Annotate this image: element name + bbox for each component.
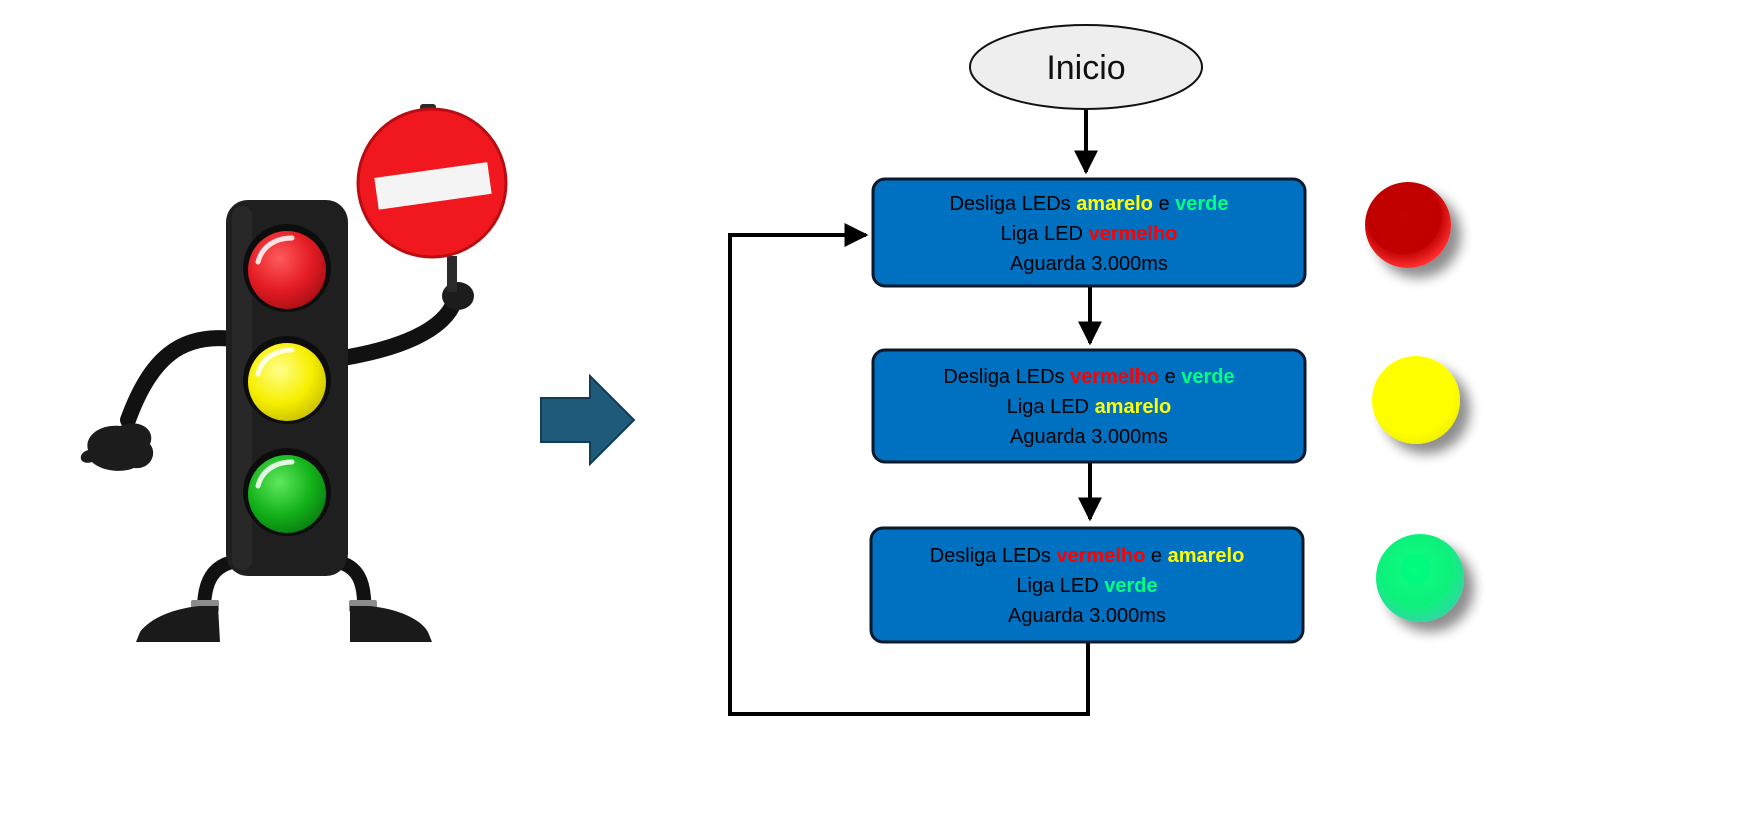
right-arm [322, 292, 463, 368]
step-1-word-2: verde [1175, 193, 1228, 215]
step-2-node: Desliga LEDs vermelho e verde Liga LED a… [871, 348, 1307, 464]
step-3-line3: Aguarda 3.000ms [1008, 605, 1166, 627]
left-hand [80, 423, 154, 471]
right-shoe [350, 606, 432, 642]
step-3-line2: Liga LED verde [1016, 575, 1157, 597]
left-shoe [136, 606, 220, 642]
yellow-lamp [243, 336, 331, 424]
left-arm [120, 330, 248, 428]
red-lamp [243, 224, 331, 312]
flowchart: Inicio Desliga LEDs amarelo e verde Liga… [728, 24, 1307, 716]
step-2-line2: Liga LED amarelo [1007, 396, 1172, 418]
step-2-led-word: amarelo [1095, 396, 1172, 418]
block-arrow-icon [540, 373, 636, 467]
start-label: Inicio [1046, 49, 1125, 87]
right-hand [442, 282, 474, 310]
green-led-indicator [1376, 534, 1464, 622]
step-3-node: Desliga LEDs vermelho e amarelo Liga LED… [869, 526, 1305, 644]
green-lamp [243, 448, 331, 536]
traffic-light-character [80, 104, 508, 642]
step-1-line2: Liga LED vermelho [1001, 223, 1178, 245]
step-3-line1: Desliga LEDs vermelho e amarelo [930, 545, 1245, 567]
step-3-led-word: verde [1104, 575, 1157, 597]
sign-pole-bottom [447, 256, 457, 292]
red-led-indicator [1365, 182, 1451, 268]
step-1-word-1: amarelo [1076, 193, 1153, 215]
step-2-word-1: vermelho [1070, 366, 1159, 388]
step-3-word-2: amarelo [1168, 545, 1245, 567]
no-entry-sign [356, 107, 508, 259]
loop-back-connector [728, 223, 1090, 716]
led-indicators [1365, 182, 1464, 622]
yellow-led-indicator [1372, 356, 1460, 444]
step-1-node: Desliga LEDs amarelo e verde Liga LED ve… [871, 177, 1307, 288]
step-1-line1: Desliga LEDs amarelo e verde [949, 193, 1228, 215]
step-1-line3: Aguarda 3.000ms [1010, 253, 1168, 275]
step-1-led-word: vermelho [1088, 223, 1177, 245]
step-2-line1: Desliga LEDs vermelho e verde [943, 366, 1234, 388]
start-node: Inicio [969, 24, 1203, 110]
step-3-word-1: vermelho [1056, 545, 1145, 567]
step-2-word-2: verde [1181, 366, 1234, 388]
step-2-line3: Aguarda 3.000ms [1010, 426, 1168, 448]
